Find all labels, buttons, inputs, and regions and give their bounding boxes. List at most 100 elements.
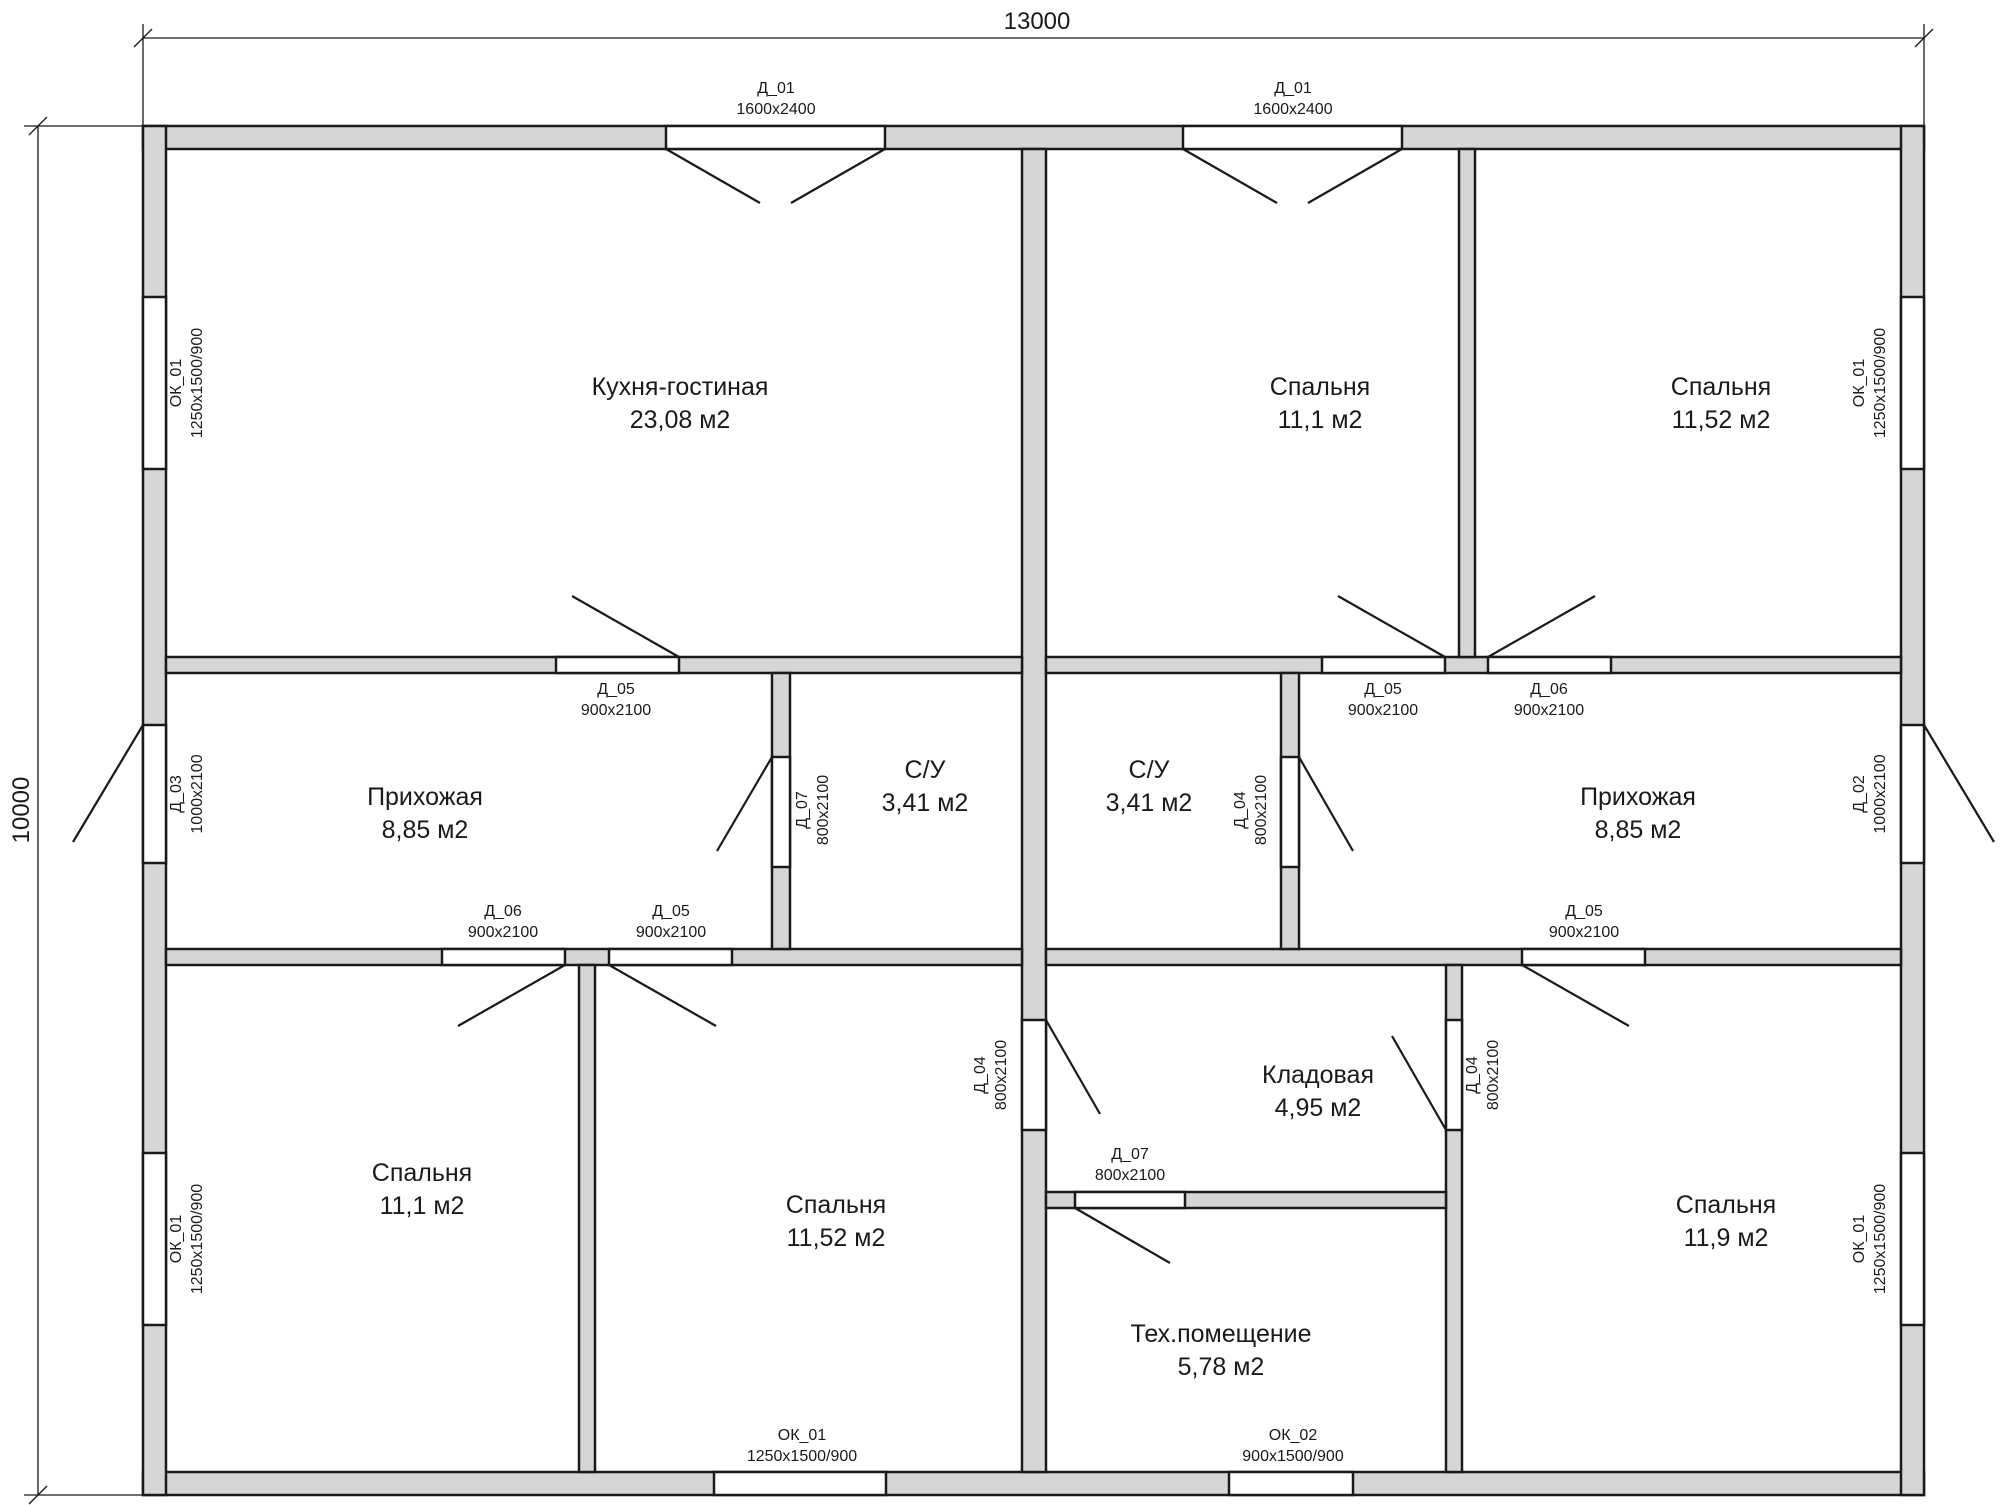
opening-size: 900х2100 (581, 702, 651, 719)
opening-labels: Д_01 1600х2400 Д_01 1600х2400 Д_05 900х2… (168, 80, 1889, 1465)
opening-label: Д_05 900х2100 (581, 681, 651, 719)
opening-label: ОК_01 1250х1500/900 (168, 328, 206, 438)
wall-central (1020, 147, 1048, 1474)
opening-size: 900х2100 (1549, 924, 1619, 941)
door-swings (72, 148, 1995, 1264)
room-area: 11,52 м2 (787, 1224, 886, 1252)
room-name: Спальня (786, 1191, 886, 1219)
room-technical: Тех.помещение 5,78 м2 (1130, 1320, 1311, 1381)
door-opening (440, 947, 567, 967)
opening-size: 900х2100 (636, 924, 706, 941)
room-name: Спальня (372, 1159, 472, 1187)
room-area: 5,78 м2 (1178, 1353, 1265, 1381)
room-bathroom: С/У 3,41 м2 (1106, 756, 1193, 817)
room-name: С/У (905, 756, 946, 784)
window-opening (141, 295, 168, 471)
openings (141, 124, 1926, 1497)
opening-code: Д_02 (1851, 775, 1868, 813)
room-labels: Кухня-гостиная 23,08 м2 Спальня 11,1 м2 … (367, 373, 1776, 1381)
room-bedroom: Спальня 11,52 м2 (786, 1191, 886, 1252)
wall-exterior-top (141, 124, 1926, 151)
opening-label: Д_05 900х2100 (1549, 903, 1619, 941)
opening-size: 800х2100 (1253, 775, 1270, 845)
room-area: 8,85 м2 (382, 816, 469, 844)
opening-label: Д_01 1600х2400 (736, 80, 815, 118)
opening-label: Д_04 800х2100 (1232, 775, 1270, 845)
opening-size: 1600х2400 (736, 101, 815, 118)
wall-partition (1457, 147, 1477, 659)
opening-label: ОК_01 1250х1500/900 (747, 1427, 857, 1465)
opening-code: ОК_01 (778, 1427, 827, 1444)
dimension-height: 10000 (8, 116, 143, 1505)
door-opening (141, 723, 168, 865)
opening-code: Д_01 (1274, 80, 1312, 97)
room-name: Спальня (1270, 373, 1370, 401)
opening-size: 800х2100 (993, 1040, 1010, 1110)
room-storage: Кладовая 4,95 м2 (1262, 1061, 1374, 1122)
opening-size: 900х2100 (1348, 702, 1418, 719)
door-opening (554, 655, 681, 675)
window-opening (141, 1151, 168, 1327)
opening-size: 1250х1500/900 (747, 1448, 857, 1465)
opening-label: Д_01 1600х2400 (1253, 80, 1332, 118)
door-opening (664, 124, 887, 151)
opening-size: 900х1500/900 (1242, 1448, 1344, 1465)
room-name: Кладовая (1262, 1061, 1374, 1089)
opening-size: 800х2100 (815, 775, 832, 845)
opening-size: 800х2100 (1095, 1167, 1165, 1184)
room-bedroom: Спальня 11,1 м2 (1270, 373, 1370, 434)
opening-code: Д_06 (1530, 681, 1568, 698)
room-name: С/У (1129, 756, 1170, 784)
opening-code: Д_07 (1111, 1146, 1149, 1163)
door-opening (607, 947, 734, 967)
door-opening (770, 755, 792, 869)
opening-code: Д_04 (1232, 791, 1249, 829)
room-bedroom: Спальня 11,1 м2 (372, 1159, 472, 1220)
room-area: 3,41 м2 (1106, 789, 1193, 817)
opening-label: Д_05 900х2100 (636, 903, 706, 941)
opening-code: ОК_01 (1851, 1215, 1868, 1264)
door-opening (1486, 655, 1613, 675)
door-opening (1181, 124, 1404, 151)
room-area: 11,1 м2 (1278, 406, 1363, 434)
opening-size: 1600х2400 (1253, 101, 1332, 118)
opening-code: Д_03 (168, 775, 185, 813)
room-area: 11,1 м2 (380, 1192, 465, 1220)
room-hallway: Прихожая 8,85 м2 (1580, 783, 1696, 844)
room-bathroom: С/У 3,41 м2 (882, 756, 969, 817)
opening-label: Д_07 800х2100 (794, 775, 832, 845)
dimension-height-label: 10000 (8, 777, 35, 844)
opening-label: Д_06 900х2100 (1514, 681, 1584, 719)
opening-code: ОК_02 (1269, 1427, 1318, 1444)
opening-label: Д_03 1000х2100 (168, 754, 206, 833)
wall-exterior-bottom (141, 1470, 1926, 1497)
wall-partition (577, 963, 597, 1474)
room-name: Кухня-гостиная (592, 373, 769, 401)
opening-code: Д_06 (484, 903, 522, 920)
opening-label: ОК_01 1250х1500/900 (1851, 1184, 1889, 1294)
room-kitchen-living: Кухня-гостиная 23,08 м2 (592, 373, 769, 434)
opening-code: Д_04 (1464, 1056, 1481, 1094)
room-area: 23,08 м2 (630, 406, 731, 434)
opening-code: ОК_01 (168, 359, 185, 408)
opening-code: Д_07 (794, 791, 811, 829)
opening-size: 1250х1500/900 (189, 328, 206, 438)
window-opening (1227, 1470, 1355, 1497)
room-area: 4,95 м2 (1275, 1094, 1362, 1122)
opening-label: Д_07 800х2100 (1095, 1146, 1165, 1184)
room-name: Спальня (1671, 373, 1771, 401)
door-opening (1279, 755, 1301, 869)
opening-size: 900х2100 (468, 924, 538, 941)
opening-code: Д_01 (757, 80, 795, 97)
opening-code: Д_05 (597, 681, 635, 698)
room-area: 11,9 м2 (1684, 1224, 1769, 1252)
opening-label: ОК_02 900х1500/900 (1242, 1427, 1344, 1465)
door-opening (1444, 1018, 1464, 1132)
opening-size: 900х2100 (1514, 702, 1584, 719)
door-opening (1020, 1018, 1048, 1132)
door-opening (1520, 947, 1647, 967)
opening-code: Д_05 (1364, 681, 1402, 698)
opening-code: ОК_01 (168, 1215, 185, 1264)
window-opening (1899, 295, 1926, 471)
